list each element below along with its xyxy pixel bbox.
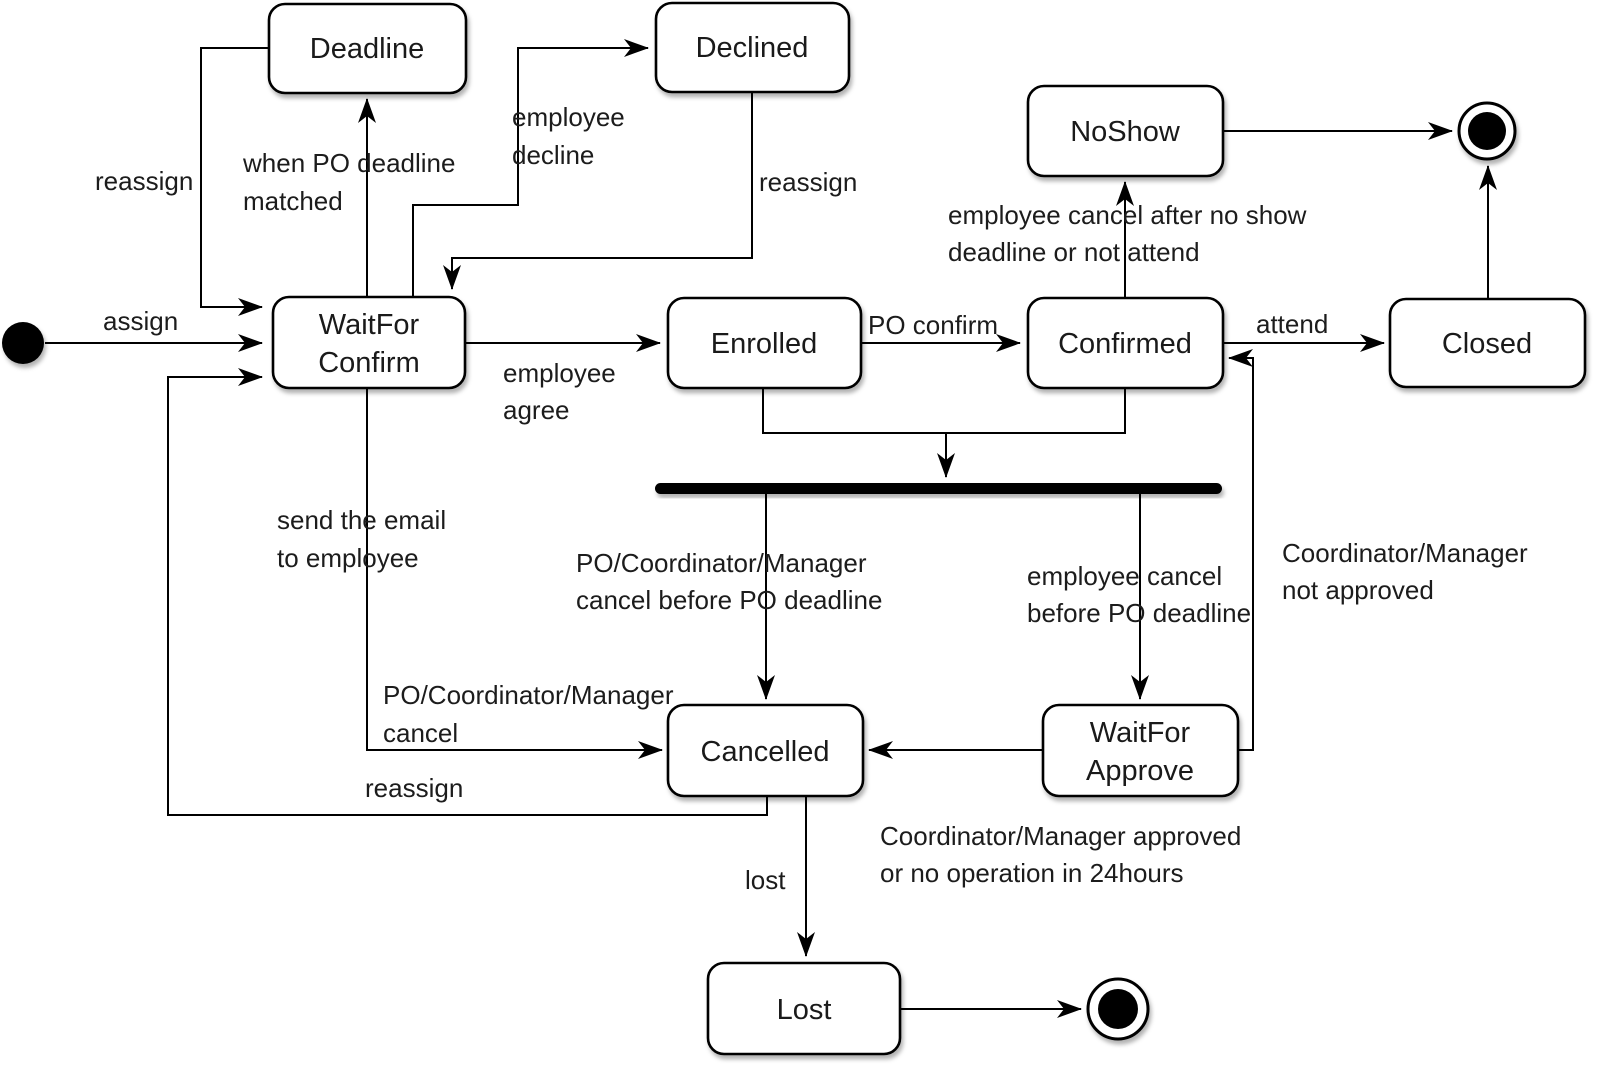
state-noshow-label: NoShow bbox=[1070, 116, 1181, 148]
label-send-email-line1: send the email bbox=[277, 505, 446, 535]
edge-declined-to-waitforconfirm bbox=[443, 92, 753, 290]
state-noshow-box bbox=[1026, 84, 1225, 178]
label-lost: lost bbox=[745, 865, 786, 895]
label-employee-decline-line1: employee bbox=[512, 102, 625, 132]
label-employee-cancel-before-deadline-line2: before PO deadline bbox=[1027, 598, 1251, 628]
state-closed: Closed bbox=[1388, 297, 1587, 389]
state-lost: Lost bbox=[706, 961, 902, 1056]
label-employee-cancel-before-deadline-line1: employee cancel bbox=[1027, 561, 1222, 591]
label-assign: assign bbox=[103, 306, 178, 336]
state-waitforapprove-box bbox=[1041, 703, 1240, 798]
state-confirmed-label: Confirmed bbox=[1058, 328, 1192, 360]
state-deadline-label: Deadline bbox=[310, 33, 424, 65]
state-cancelled-box bbox=[666, 703, 865, 798]
label-send-email-line2: to employee bbox=[277, 543, 419, 573]
label-cm-not-approved-line2: not approved bbox=[1282, 575, 1434, 605]
label-declined-reassign: reassign bbox=[759, 167, 857, 197]
edge-deadline-to-waitforconfirm bbox=[200, 47, 269, 316]
label-pcm-cancel-before-deadline-line1: PO/Coordinator/Manager bbox=[576, 548, 867, 578]
label-attend: attend bbox=[1256, 309, 1328, 339]
initial-state bbox=[2, 322, 44, 364]
label-employee-cancel-no-show-line2: deadline or not attend bbox=[948, 237, 1200, 267]
label-cm-approved-line1: Coordinator/Manager approved bbox=[880, 821, 1241, 851]
state-noshow: NoShow bbox=[1026, 84, 1225, 178]
label-employee-agree-line2: agree bbox=[503, 395, 570, 425]
label-when-po-deadline-line1: when PO deadline bbox=[242, 148, 455, 178]
final-state-top-inner-dot bbox=[1468, 112, 1506, 150]
state-waitforapprove: WaitFor Approve bbox=[1041, 703, 1240, 798]
label-pcm-cancel-line1: PO/Coordinator/Manager bbox=[383, 680, 674, 710]
state-waitforconfirm: WaitFor Confirm bbox=[271, 295, 467, 390]
edge-join-connector bbox=[762, 388, 1126, 434]
state-waitforconfirm-label-line1: WaitFor bbox=[319, 309, 420, 341]
state-waitforapprove-label-line2: Approve bbox=[1086, 755, 1194, 787]
label-employee-cancel-no-show-line1: employee cancel after no show bbox=[948, 200, 1307, 230]
state-waitforapprove-label-line1: WaitFor bbox=[1090, 717, 1191, 749]
fork-join-bar bbox=[655, 483, 1222, 494]
state-closed-box bbox=[1388, 297, 1587, 389]
label-when-po-deadline-line2: matched bbox=[243, 186, 343, 216]
final-state-bottom-inner-dot bbox=[1098, 989, 1138, 1029]
state-cancelled: Cancelled bbox=[666, 703, 865, 798]
edge-waitforconfirm-to-cancelled bbox=[366, 388, 663, 759]
label-deadline-reassign: reassign bbox=[95, 166, 193, 196]
edge-waitforapprove-to-confirmed bbox=[1228, 349, 1254, 751]
state-closed-label: Closed bbox=[1442, 328, 1532, 360]
label-employee-decline-line2: decline bbox=[512, 140, 594, 170]
state-enrolled-label: Enrolled bbox=[711, 328, 817, 360]
state-deadline: Deadline bbox=[267, 2, 468, 95]
final-state-bottom bbox=[1086, 977, 1150, 1041]
edge-cancelled-to-waitforconfirm bbox=[167, 368, 768, 816]
state-enrolled: Enrolled bbox=[666, 296, 863, 390]
state-confirmed: Confirmed bbox=[1026, 296, 1225, 390]
state-declined-box bbox=[654, 1, 851, 94]
state-declined-label: Declined bbox=[696, 32, 809, 64]
state-deadline-box bbox=[267, 2, 468, 95]
label-employee-agree-line1: employee bbox=[503, 358, 616, 388]
label-cm-not-approved-line1: Coordinator/Manager bbox=[1282, 538, 1528, 568]
transitions-layer bbox=[45, 39, 1497, 1018]
final-state-top bbox=[1457, 101, 1517, 161]
label-pcm-cancel-before-deadline-line2: cancel before PO deadline bbox=[576, 585, 882, 615]
state-waitforconfirm-label-line2: Confirm bbox=[318, 347, 420, 379]
transition-labels-layer: assign reassign when PO deadline matched… bbox=[95, 102, 1528, 895]
state-lost-label: Lost bbox=[777, 994, 832, 1026]
state-cancelled-label: Cancelled bbox=[701, 736, 830, 768]
label-cm-approved-line2: or no operation in 24hours bbox=[880, 858, 1184, 888]
state-confirmed-box bbox=[1026, 296, 1225, 390]
state-waitforconfirm-box bbox=[271, 295, 467, 390]
label-cancelled-reassign: reassign bbox=[365, 773, 463, 803]
state-declined: Declined bbox=[654, 1, 851, 94]
state-lost-box bbox=[706, 961, 902, 1056]
label-po-confirm: PO confirm bbox=[868, 310, 998, 340]
state-enrolled-box bbox=[666, 296, 863, 390]
label-pcm-cancel-line2: cancel bbox=[383, 718, 458, 748]
edge-waitforconfirm-to-declined bbox=[412, 39, 649, 297]
